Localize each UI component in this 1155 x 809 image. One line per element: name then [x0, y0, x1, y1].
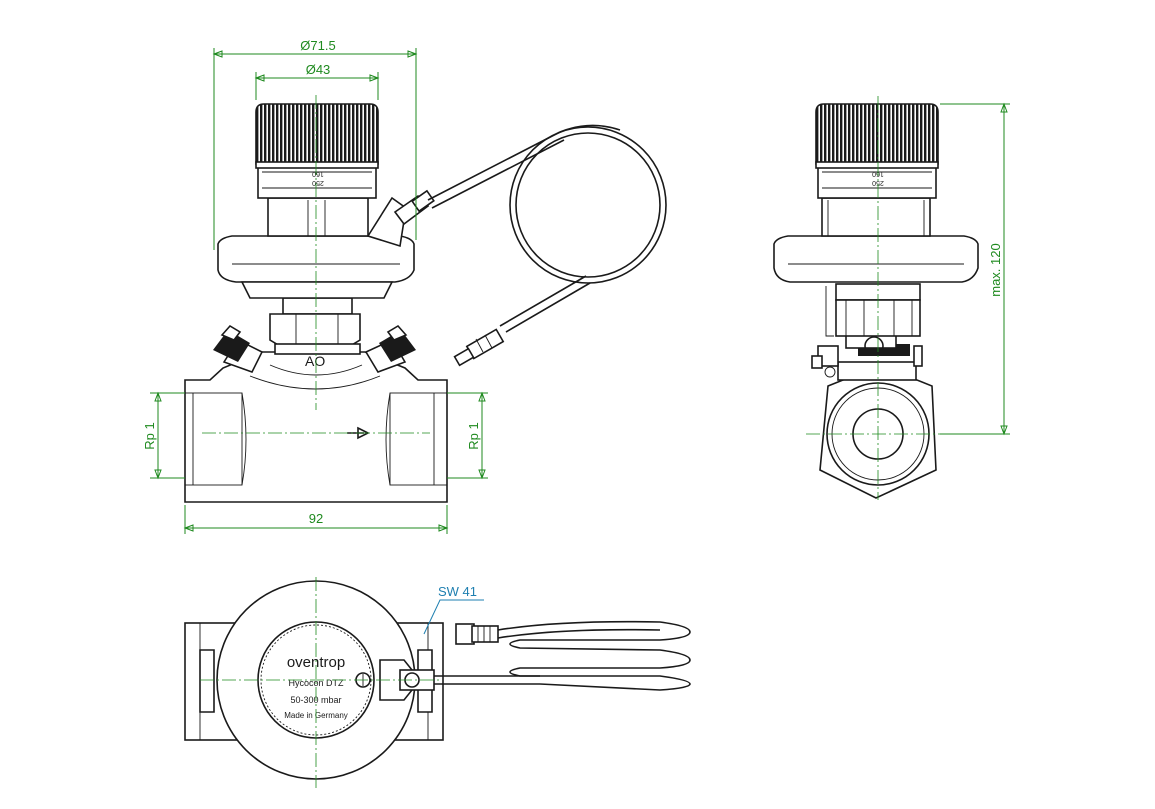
body-mark: AO	[305, 353, 325, 369]
wrench-size-callout: SW 41	[423, 584, 484, 635]
dim-length: 92	[309, 511, 323, 526]
top-capillary-tube	[379, 620, 691, 701]
scale-value-250-side: 250	[872, 179, 884, 186]
side-hex-nut	[825, 283, 921, 337]
side-valve-body	[811, 333, 937, 499]
side-handwheel	[815, 103, 939, 169]
side-dimensions: max. 120	[940, 102, 1010, 436]
dim-thread-right: Rp 1	[466, 422, 481, 449]
wrench-size-label: SW 41	[438, 584, 477, 599]
front-dimensions: Ø71.5 Ø43 92 Rp 1 Rp 1	[142, 38, 488, 534]
side-view: 160 250 max. 120	[773, 96, 1010, 500]
right-test-nipple	[364, 324, 416, 373]
scale-value-160-front: 160	[312, 170, 324, 177]
front-capillary-tube	[366, 124, 667, 367]
front-valve-body	[184, 351, 448, 503]
front-handwheel	[255, 103, 379, 169]
front-scale-ring: 160 250	[257, 163, 377, 199]
side-diaphragm-housing	[773, 197, 979, 283]
dim-outer-diameter: Ø71.5	[300, 38, 335, 53]
top-view: oventrop Hycocon DTZ 50-300 mbar Made in…	[184, 577, 691, 788]
side-scale-ring: 160 250	[817, 163, 937, 199]
scale-value-250-front: 250	[312, 179, 324, 186]
brand-label: oventrop	[287, 654, 345, 671]
front-hex-nut	[269, 297, 361, 355]
left-test-nipple	[213, 324, 264, 373]
dim-thread-left: Rp 1	[142, 422, 157, 449]
dim-height: max. 120	[988, 243, 1003, 296]
dim-inner-diameter: Ø43	[306, 62, 331, 77]
front-view: AO 160 250	[142, 38, 667, 534]
